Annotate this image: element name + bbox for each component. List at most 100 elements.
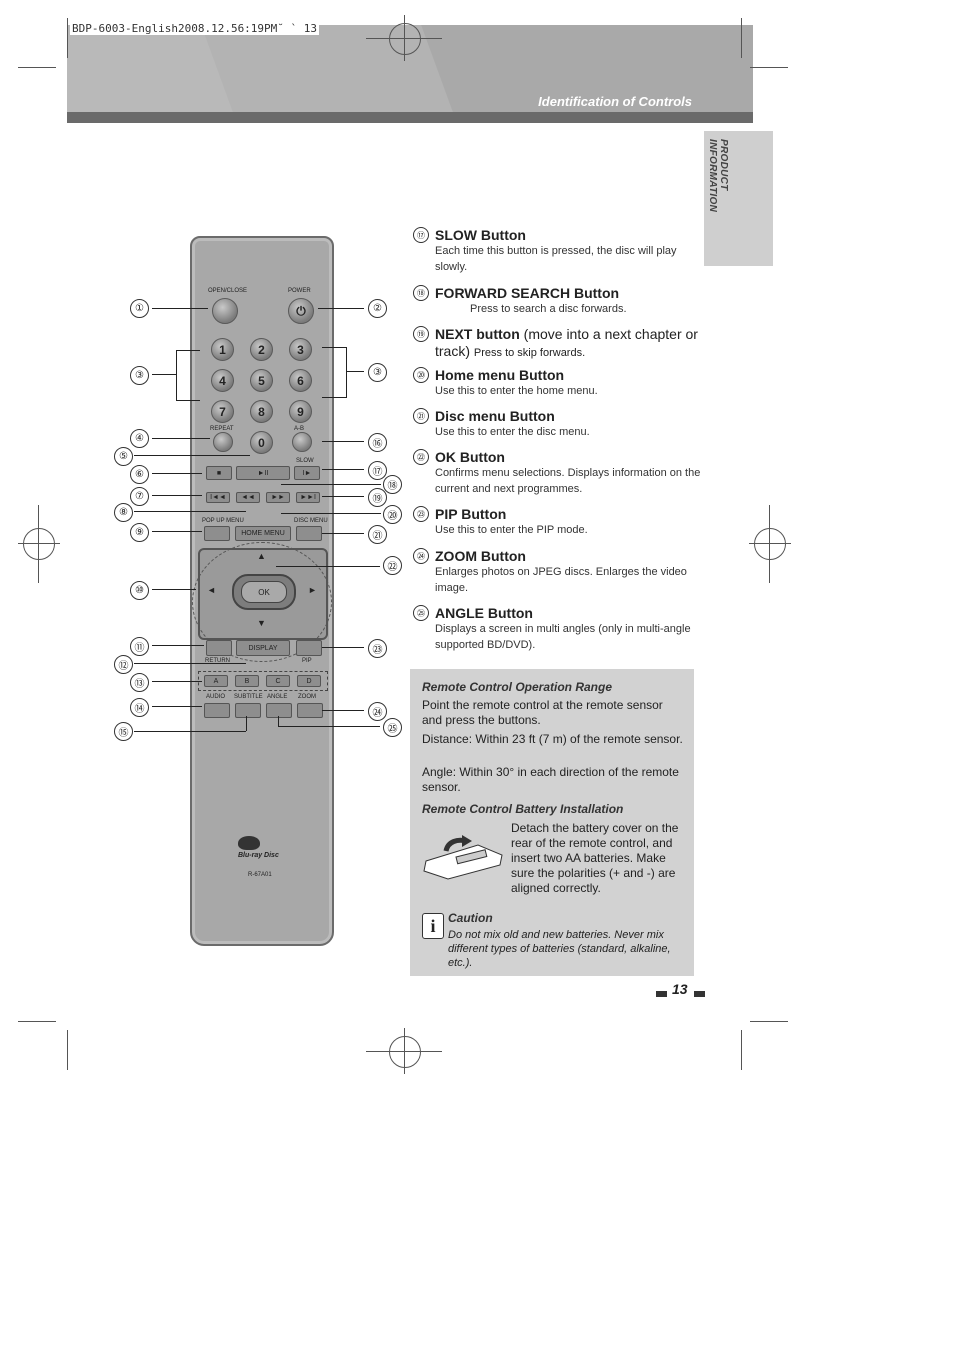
control-item: ㉔ ZOOM Button Enlarges photos on JPEG di… — [413, 548, 703, 596]
return-button — [206, 640, 232, 656]
digit-button: 1 — [211, 338, 234, 361]
open-close-button — [212, 298, 238, 324]
callout-line — [152, 374, 176, 375]
model-number: R-67A01 — [248, 872, 272, 878]
callout-21: ㉑ — [368, 525, 387, 544]
item-title: ZOOM Button — [435, 548, 526, 564]
callout-line — [346, 347, 347, 398]
callout-line — [322, 710, 364, 711]
callout-6: ⑥ — [130, 465, 149, 484]
digit-button: 4 — [211, 369, 234, 392]
callout-16: ⑯ — [368, 433, 387, 452]
crop-mark — [741, 18, 742, 58]
callout-line — [276, 566, 380, 567]
pip-button — [296, 640, 322, 656]
callout-line — [134, 455, 250, 456]
item-number: ⑳ — [413, 367, 429, 383]
open-close-label: OPEN/CLOSE — [208, 288, 248, 294]
callout-25: ㉕ — [383, 718, 402, 737]
page-title: Identification of Controls — [538, 94, 692, 109]
callout-8: ⑧ — [114, 503, 133, 522]
item-number: ⑲ — [413, 326, 429, 342]
registration-mark — [754, 528, 786, 560]
callout-19: ⑲ — [368, 488, 387, 507]
range-distance: Distance: Within 23 ft (7 m) of the remo… — [422, 732, 683, 746]
subtitle-button — [235, 703, 261, 718]
item-number: ㉕ — [413, 605, 429, 621]
callout-line — [134, 663, 246, 664]
item-number: ⑱ — [413, 285, 429, 301]
callout-2: ② — [368, 299, 387, 318]
crop-mark — [18, 1021, 56, 1022]
callout-line — [152, 531, 202, 532]
callout-line — [278, 716, 279, 726]
registration-mark — [366, 38, 442, 39]
callout-1: ① — [130, 299, 149, 318]
registration-mark — [389, 1036, 421, 1068]
home-menu-button: HOME MENU — [235, 526, 291, 541]
callout-line — [152, 706, 202, 707]
arrow-up-icon: ▲ — [257, 551, 266, 561]
digit-button: 5 — [250, 369, 273, 392]
range-text: Point the remote control at the remote s… — [422, 698, 663, 727]
navigation-highlight — [192, 542, 332, 662]
callout-13: ⑬ — [130, 673, 149, 692]
callout-line — [281, 484, 381, 485]
crop-mark — [741, 1030, 742, 1070]
display-button: DISPLAY — [236, 640, 290, 656]
control-item: ⑳ Home menu Button Use this to enter the… — [413, 367, 703, 399]
control-item: ㉑ Disc menu Button Use this to enter the… — [413, 408, 703, 440]
page-number: 13 — [672, 981, 688, 997]
disc-menu-button — [296, 526, 322, 541]
callout-line — [152, 681, 202, 682]
return-label: RETURN — [205, 658, 230, 664]
power-button: ⏻ — [288, 298, 314, 324]
range-angle: Angle: Within 30° in each direction of t… — [422, 765, 679, 794]
digit-button: 3 — [289, 338, 312, 361]
color-key-c: C — [266, 675, 290, 687]
info-icon: i — [422, 913, 444, 939]
callout-4: ④ — [130, 429, 149, 448]
battery-install-icon — [423, 835, 503, 880]
zoom-button — [297, 703, 323, 718]
registration-mark — [769, 505, 770, 583]
callout-line — [322, 441, 364, 442]
callout-line — [176, 400, 200, 401]
page-number-mark — [656, 991, 667, 997]
caution-text: Do not mix old and new batteries. Never … — [448, 929, 671, 969]
digit-button: 7 — [211, 400, 234, 423]
header-rule — [67, 112, 753, 123]
item-number: ㉒ — [413, 449, 429, 465]
ab-label: A-B — [294, 426, 305, 432]
zoom-label: ZOOM — [298, 694, 316, 700]
item-number: ㉑ — [413, 408, 429, 424]
color-key-a: A — [204, 675, 228, 687]
item-number: ㉔ — [413, 548, 429, 564]
slow-button: I► — [294, 466, 320, 480]
callout-line — [152, 645, 204, 646]
digit-button: 2 — [250, 338, 273, 361]
registration-mark — [389, 23, 421, 55]
digit-button: 9 — [289, 400, 312, 423]
page-number-mark — [694, 991, 705, 997]
battery-text: Detach the battery cover on the rear of … — [511, 821, 679, 895]
print-file-label: BDP-6003-English2008.12.56:19PM˘ ` 13 — [70, 22, 320, 35]
digit-button: 8 — [250, 400, 273, 423]
control-item: ㉒ OK Button Confirms menu selections. Di… — [413, 449, 703, 497]
item-title-extra: (move into a next chapter or track) — [435, 326, 698, 359]
forward-search-button: ►► — [266, 492, 290, 503]
callout-11: ⑪ — [130, 637, 149, 656]
item-description: Press to search a disc forwards. — [470, 303, 627, 315]
callout-line — [152, 473, 202, 474]
crop-mark — [750, 67, 788, 68]
item-description: Confirms menu selections. Displays infor… — [435, 467, 701, 495]
callout-18: ⑱ — [383, 475, 402, 494]
color-key-d: D — [297, 675, 321, 687]
callout-line — [322, 496, 364, 497]
item-title: FORWARD SEARCH Button — [435, 285, 620, 301]
callout-3: ③ — [368, 363, 387, 382]
callout-7: ⑦ — [130, 487, 149, 506]
callout-line — [322, 533, 364, 534]
registration-mark — [23, 528, 55, 560]
item-title: Disc menu Button — [435, 408, 555, 424]
